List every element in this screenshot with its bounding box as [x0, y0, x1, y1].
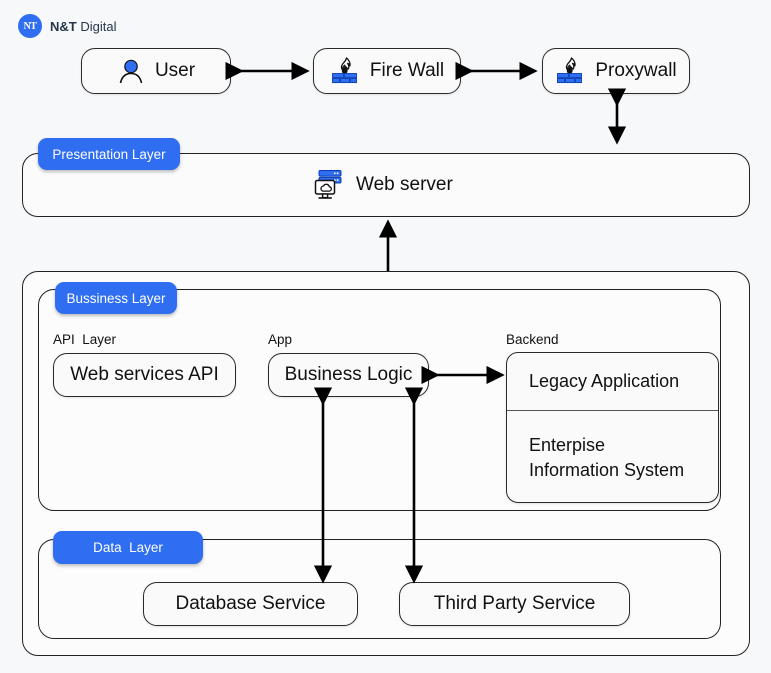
- node-web-server-label: Web server: [356, 174, 453, 195]
- web-server-icon: [314, 170, 342, 199]
- brand-name: N&T Digital: [50, 19, 116, 34]
- api-layer-caption: API Layer: [53, 332, 117, 347]
- app-caption: App: [268, 332, 293, 347]
- node-third-party-service-label: Third Party Service: [433, 593, 596, 614]
- node-legacy-application[interactable]: Legacy Application: [507, 353, 718, 411]
- node-database-service[interactable]: Database Service: [143, 582, 358, 626]
- node-database-service-label: Database Service: [175, 593, 326, 614]
- node-web-server[interactable]: Web server: [312, 168, 453, 202]
- arrow-proxywall-down: [607, 88, 627, 145]
- node-web-services-api[interactable]: Web services API: [53, 353, 236, 397]
- node-enterprise-information-system-label: Enterpise Information System: [529, 435, 685, 480]
- node-firewall[interactable]: Fire Wall: [313, 48, 461, 94]
- node-web-services-api-label: Web services API: [70, 364, 219, 385]
- node-user-label: User: [154, 60, 196, 81]
- arrow-firewall-to-proxywall: [455, 61, 538, 81]
- firewall-icon: [331, 57, 357, 84]
- brand-name-bold: N&T: [50, 18, 77, 34]
- node-legacy-application-label: Legacy Application: [529, 371, 680, 392]
- node-business-logic-label: Business Logic: [284, 364, 413, 385]
- node-proxywall[interactable]: Proxywall: [542, 48, 690, 94]
- arrow-business-logic-to-third-party-service: [404, 387, 424, 584]
- arrow-user-to-firewall: [225, 61, 310, 81]
- node-business-logic[interactable]: Business Logic: [268, 353, 429, 397]
- presentation-layer-badge: Presentation Layer: [38, 138, 180, 170]
- node-firewall-label: Fire Wall: [369, 60, 445, 81]
- arrow-business-logic-to-database-service: [313, 387, 333, 584]
- node-user[interactable]: User: [81, 48, 231, 94]
- backend-group: Legacy Application Enterpise Information…: [506, 352, 719, 503]
- brand-logo: NT N&T Digital: [18, 14, 116, 38]
- arrow-business-logic-to-backend: [421, 365, 505, 385]
- brand-name-rest: Digital: [76, 18, 117, 34]
- node-proxywall-label: Proxywall: [595, 60, 677, 81]
- nt-logo-icon: NT: [18, 14, 42, 38]
- node-enterprise-information-system[interactable]: Enterpise Information System: [507, 411, 718, 502]
- user-icon: [119, 59, 143, 84]
- business-layer-badge: Bussiness Layer: [55, 282, 177, 314]
- backend-caption: Backend: [506, 332, 559, 347]
- node-third-party-service[interactable]: Third Party Service: [399, 582, 630, 626]
- firewall-icon: [557, 57, 583, 84]
- data-layer-badge: Data Layer: [53, 531, 203, 564]
- arrow-business-to-presentation: [378, 219, 398, 274]
